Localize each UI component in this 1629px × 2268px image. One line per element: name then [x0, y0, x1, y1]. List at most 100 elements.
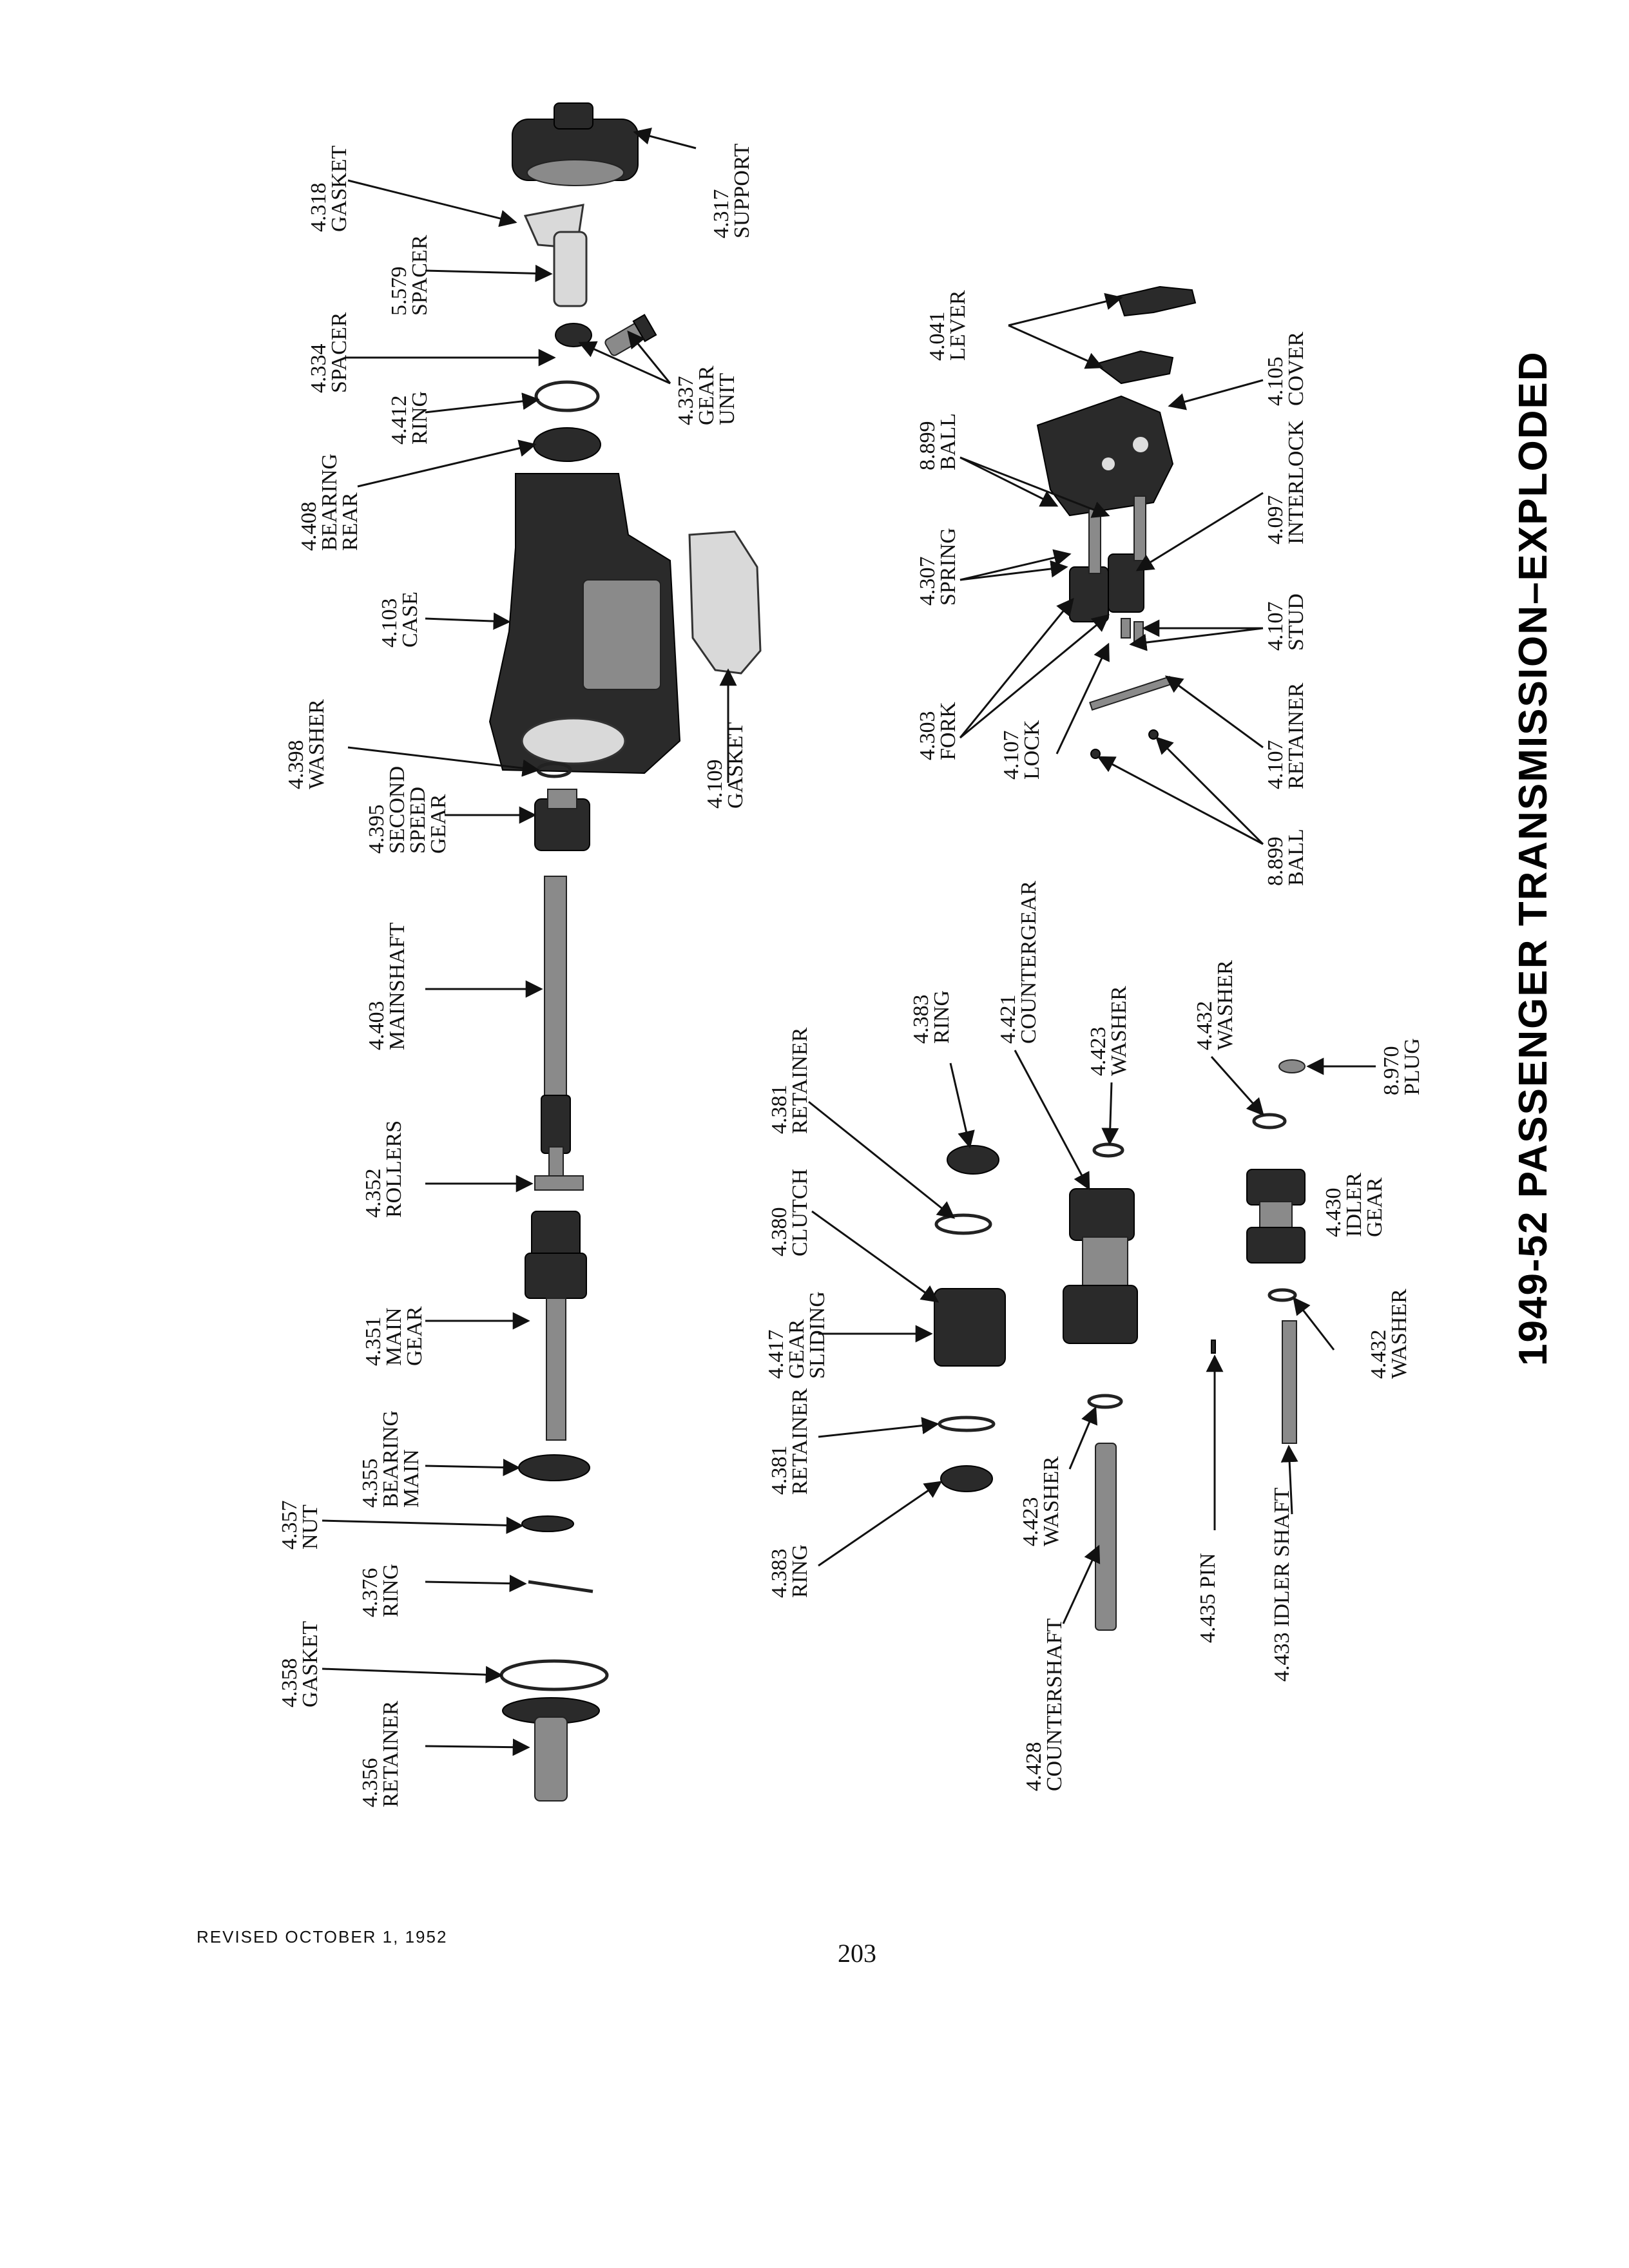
label-countershaft-4428: 4.428COUNTERSHAFT — [1022, 1619, 1066, 1791]
svg-text:4.383RING: 4.383RING — [767, 1544, 812, 1598]
case-part — [488, 473, 681, 774]
label-ring-4412: 4.412RING — [387, 391, 432, 445]
label-mainshaft-4403: 4.403MAINSHAFT — [365, 922, 409, 1050]
label-idler-shaft-4433: 4.433 IDLER SHAFT — [1270, 1487, 1294, 1682]
svg-text:4.428COUNTERSHAFT: 4.428COUNTERSHAFT — [1022, 1619, 1066, 1791]
washer-idler-lower-part — [1268, 1288, 1297, 1302]
svg-text:4.356RETAINER: 4.356RETAINER — [358, 1700, 403, 1807]
label-main-gear-4351: 4.351MAINGEAR — [361, 1306, 427, 1366]
leader-lines — [322, 128, 1376, 1756]
label-nut-4357: 4.357NUT — [278, 1501, 322, 1550]
washer-upper-part — [1092, 1142, 1124, 1158]
svg-text:4.423WASHER: 4.423WASHER — [1019, 1456, 1063, 1546]
label-ring-4376: 4.376RING — [358, 1564, 403, 1617]
svg-text:4.352ROLLERS: 4.352ROLLERS — [361, 1120, 406, 1218]
svg-text:4.109GASKET: 4.109GASKET — [703, 722, 747, 809]
sliding-gear-part — [934, 1288, 1006, 1367]
svg-text:4.412RING: 4.412RING — [387, 391, 432, 445]
mainshaft-part — [541, 876, 571, 1177]
svg-text:8.899BALL: 8.899BALL — [1264, 829, 1308, 886]
shift-cover-part — [1036, 395, 1174, 517]
svg-text:4.430IDLERGEAR: 4.430IDLERGEAR — [1322, 1173, 1387, 1237]
svg-text:5.579SPACER: 5.579SPACER — [387, 235, 432, 316]
label-interlock-4097: 4.097INTERLOCK — [1264, 420, 1308, 544]
label-washer-4432-bottom: 4.432WASHER — [1367, 1289, 1411, 1379]
label-idler-gear-4430: 4.430IDLERGEAR — [1322, 1173, 1387, 1237]
label-washer-4423-top: 4.423WASHER — [1086, 986, 1131, 1076]
svg-text:4.337GEARUNIT: 4.337GEARUNIT — [674, 365, 739, 425]
ball-lower-b-part — [1148, 729, 1159, 740]
shift-forks-part — [1069, 495, 1146, 622]
spacer-ring-part — [555, 323, 592, 347]
svg-text:4.423WASHER: 4.423WASHER — [1086, 986, 1131, 1076]
label-lock-4107: 4.107LOCK — [999, 720, 1044, 780]
svg-text:4.376RING: 4.376RING — [358, 1564, 403, 1617]
washer-idler-upper-part — [1252, 1113, 1287, 1129]
label-spacer-4334: 4.334SPACER — [307, 312, 351, 393]
label-bearing-main-4355: 4.355BEARINGMAIN — [358, 1410, 423, 1508]
svg-text:4.433 IDLER SHAFT: 4.433 IDLER SHAFT — [1270, 1487, 1294, 1682]
svg-text:4.395SECONDSPEEDGEAR: 4.395SECONDSPEEDGEAR — [365, 766, 450, 854]
parts-group — [488, 102, 1306, 1802]
idler-shaft-part — [1282, 1320, 1297, 1444]
label-washer-4398: 4.398WASHER — [284, 699, 329, 789]
plug-part — [1278, 1059, 1306, 1073]
front-gasket-part — [499, 1659, 609, 1691]
ball-lower-a-part — [1090, 749, 1101, 759]
countershaft-part — [1095, 1443, 1117, 1631]
speedo-gear-part — [604, 314, 657, 356]
svg-text:4.355BEARINGMAIN: 4.355BEARINGMAIN — [358, 1410, 423, 1508]
lock-rod-part — [1089, 675, 1173, 711]
studs-part — [1121, 618, 1144, 642]
countergear-part — [1063, 1188, 1138, 1344]
page-title: 1949-52 PASSENGER TRANSMISSION–EXPLODED — [1511, 351, 1556, 1366]
svg-text:4.107STUD: 4.107STUD — [1264, 593, 1308, 651]
retainer-upper-part — [934, 1213, 992, 1235]
svg-text:4.398WASHER: 4.398WASHER — [284, 699, 329, 789]
svg-text:4.357NUT: 4.357NUT — [278, 1501, 322, 1550]
part-labels: 4.318GASKET 4.317SUPPORT 5.579SPACER 4.3… — [278, 144, 1424, 1807]
label-retainer-4107: 4.107RETAINER — [1264, 682, 1308, 789]
svg-text:4.383RING: 4.383RING — [909, 990, 954, 1044]
label-support-4317: 4.317SUPPORT — [709, 144, 754, 238]
svg-text:4.408BEARINGREAR: 4.408BEARINGREAR — [297, 454, 362, 551]
svg-text:4.307SPRING: 4.307SPRING — [916, 528, 960, 606]
svg-text:4.041LEVER: 4.041LEVER — [925, 290, 970, 361]
label-washer-4423-bottom: 4.423WASHER — [1019, 1456, 1063, 1546]
spacer-tube-part — [553, 231, 588, 307]
svg-text:4.432WASHER: 4.432WASHER — [1193, 960, 1237, 1050]
label-cover-4105: 4.105COVER — [1264, 331, 1308, 406]
label-ring-4383-top: 4.383RING — [909, 990, 954, 1044]
rear-bearing-part — [533, 427, 601, 462]
pin-part — [1211, 1340, 1216, 1354]
main-drive-gear-part — [525, 1211, 587, 1441]
label-plug-8970: 8.970PLUG — [1380, 1038, 1424, 1095]
svg-text:4.107LOCK: 4.107LOCK — [999, 720, 1044, 780]
svg-text:8.970PLUG: 8.970PLUG — [1380, 1038, 1424, 1095]
svg-text:8.899BALL: 8.899BALL — [916, 413, 960, 470]
label-fork-4303: 4.303FORK — [916, 702, 960, 760]
label-bearing-rear-4408: 4.408BEARINGREAR — [297, 454, 362, 551]
label-gear-sliding-4417: 4.417GEARSLIDING — [764, 1291, 829, 1379]
svg-text:4.303FORK: 4.303FORK — [916, 702, 960, 760]
label-second-speed-gear-4395: 4.395SECONDSPEEDGEAR — [365, 766, 450, 854]
retainer-ring-part — [528, 1580, 593, 1593]
svg-text:4.432WASHER: 4.432WASHER — [1367, 1289, 1411, 1379]
ring-upper-part — [947, 1145, 999, 1175]
support-part — [512, 102, 639, 186]
label-spring-4307: 4.307SPRING — [916, 528, 960, 606]
svg-text:4.097INTERLOCK: 4.097INTERLOCK — [1264, 420, 1308, 544]
svg-text:4.421COUNTERGEAR: 4.421COUNTERGEAR — [996, 881, 1041, 1044]
label-gear-unit-4337: 4.337GEARUNIT — [674, 365, 739, 425]
main-bearing-part — [518, 1454, 590, 1481]
shift-lever-lower-part — [1094, 350, 1174, 385]
svg-text:4.317SUPPORT: 4.317SUPPORT — [709, 144, 754, 238]
label-ball-8899-top: 8.899BALL — [916, 413, 960, 470]
label-gasket-4318: 4.318GASKET — [307, 146, 351, 232]
label-gasket-4358: 4.358GASKET — [278, 1621, 322, 1707]
washer-lower-part — [1087, 1394, 1123, 1409]
svg-text:4.358GASKET: 4.358GASKET — [278, 1621, 322, 1707]
page-number: 203 — [838, 1939, 876, 1968]
retainer-lower-part — [938, 1416, 996, 1432]
revised-date: REVISED OCTOBER 1, 1952 — [197, 1927, 447, 1946]
